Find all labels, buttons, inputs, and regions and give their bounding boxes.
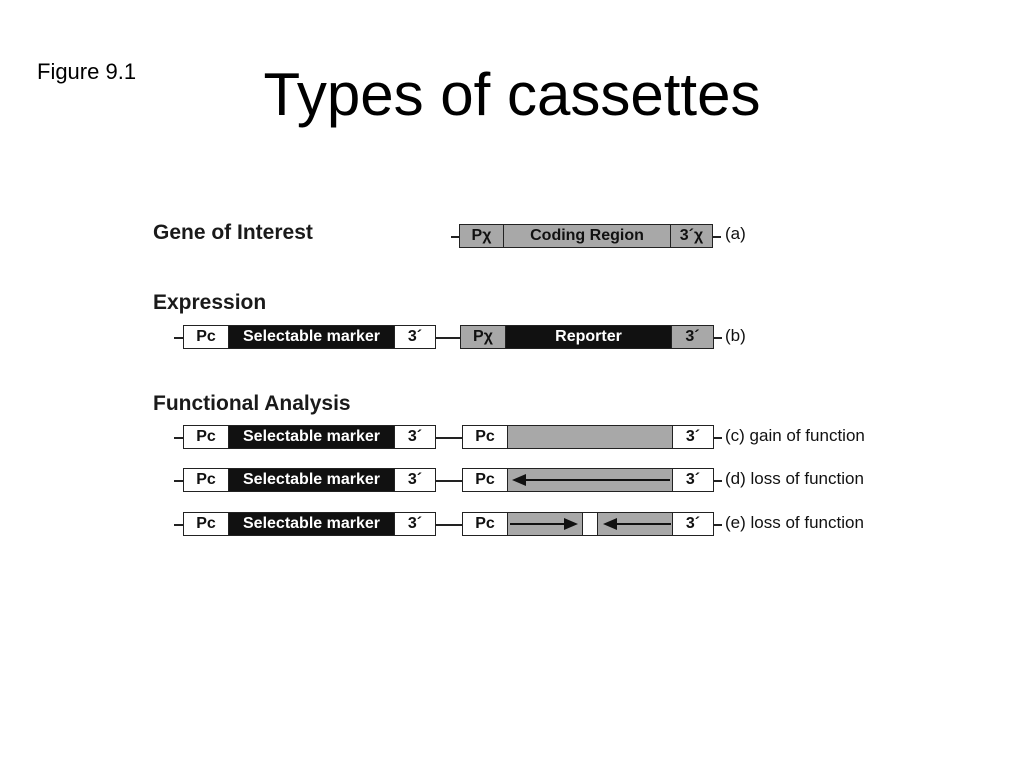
antisense-region <box>597 513 672 535</box>
row-a-right-tick <box>713 236 721 238</box>
row-d-right-tick <box>714 480 722 482</box>
cassette-selectable-marker-e: Pc Selectable marker 3´ <box>183 512 436 536</box>
row-c-left-tick <box>174 437 183 439</box>
heading-gene-of-interest: Gene of Interest <box>153 221 313 244</box>
terminator-3x: 3´χ <box>670 225 712 247</box>
selectable-marker: Selectable marker <box>228 513 394 535</box>
left-arrow-icon <box>512 474 670 486</box>
promoter-px: Pχ <box>460 225 503 247</box>
row-a-label: (a) <box>725 224 746 243</box>
promoter-pc: Pc <box>184 469 228 491</box>
promoter-pc: Pc <box>184 513 228 535</box>
left-arrow-icon <box>603 518 671 530</box>
row-b-label: (b) <box>725 326 746 345</box>
selectable-marker: Selectable marker <box>228 469 394 491</box>
row-e-right-tick <box>714 524 722 526</box>
row-e-left-tick <box>174 524 183 526</box>
spacer <box>582 513 597 535</box>
cassette-gain-of-function: Pc 3´ <box>462 425 714 449</box>
row-b-left-tick <box>174 337 183 339</box>
cassette-reporter: Pχ Reporter 3´ <box>460 325 714 349</box>
reporter: Reporter <box>505 326 671 348</box>
selectable-marker: Selectable marker <box>228 426 394 448</box>
row-c-linker <box>436 437 462 439</box>
terminator-3: 3´ <box>394 513 435 535</box>
heading-functional-analysis: Functional Analysis <box>153 392 351 415</box>
selectable-marker: Selectable marker <box>228 326 394 348</box>
row-b-linker <box>436 337 460 339</box>
coding-region: Coding Region <box>503 225 670 247</box>
promoter-pc: Pc <box>184 426 228 448</box>
cassette-selectable-marker-d: Pc Selectable marker 3´ <box>183 468 436 492</box>
terminator-3: 3´ <box>671 326 713 348</box>
sense-region <box>507 513 582 535</box>
promoter-pc: Pc <box>184 326 228 348</box>
heading-expression: Expression <box>153 291 267 314</box>
cassette-selectable-marker-c: Pc Selectable marker 3´ <box>183 425 436 449</box>
terminator-3: 3´ <box>394 326 435 348</box>
antisense-region <box>507 469 672 491</box>
terminator-3: 3´ <box>672 513 713 535</box>
page-title: Types of cassettes <box>263 61 761 128</box>
row-e-linker <box>436 524 462 526</box>
row-a-left-tick <box>451 236 459 238</box>
terminator-3: 3´ <box>394 426 435 448</box>
terminator-3: 3´ <box>394 469 435 491</box>
row-d-label: (d) loss of function <box>725 469 864 488</box>
promoter-pc: Pc <box>463 426 507 448</box>
cassette-gene-of-interest: Pχ Coding Region 3´χ <box>459 224 713 248</box>
figure-label: Figure 9.1 <box>37 59 137 84</box>
promoter-pc: Pc <box>463 469 507 491</box>
right-arrow-icon <box>510 518 578 530</box>
cassette-antisense: Pc 3´ <box>462 468 714 492</box>
row-c-right-tick <box>714 437 722 439</box>
row-c-label: (c) gain of function <box>725 426 865 445</box>
promoter-px: Pχ <box>461 326 505 348</box>
cassette-hairpin: Pc 3´ <box>462 512 714 536</box>
terminator-3: 3´ <box>672 426 713 448</box>
promoter-pc: Pc <box>463 513 507 535</box>
coding-region-gray <box>507 426 672 448</box>
row-b-right-tick <box>714 337 722 339</box>
cassette-selectable-marker-b: Pc Selectable marker 3´ <box>183 325 436 349</box>
row-e-label: (e) loss of function <box>725 513 864 532</box>
terminator-3: 3´ <box>672 469 713 491</box>
row-d-linker <box>436 480 462 482</box>
row-d-left-tick <box>174 480 183 482</box>
